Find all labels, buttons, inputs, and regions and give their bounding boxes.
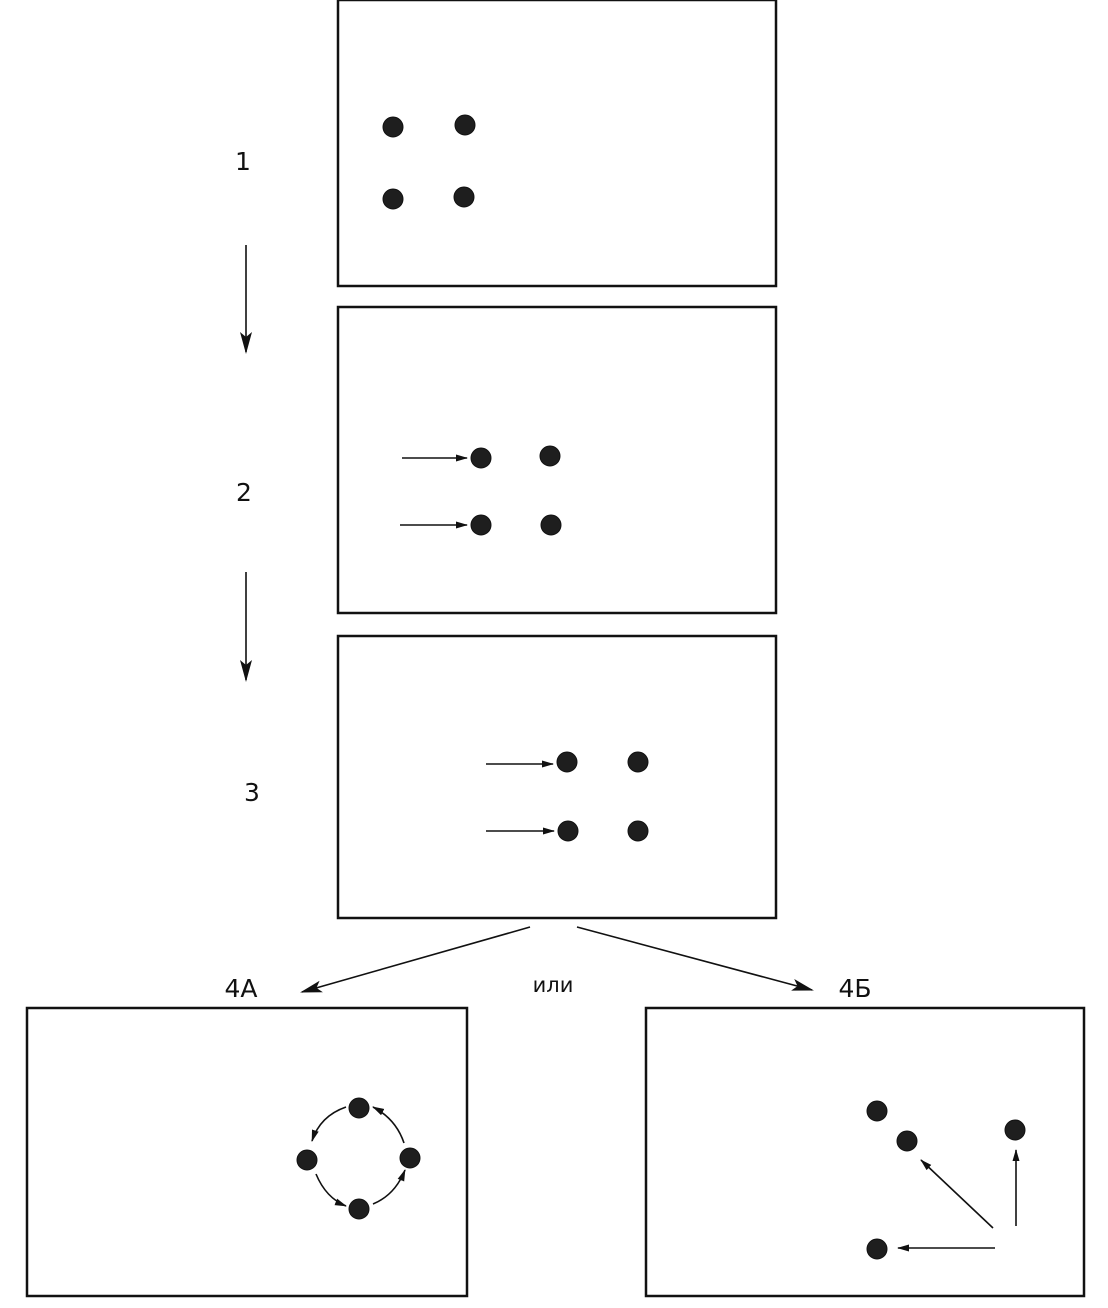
stage-4a-particle <box>348 1097 370 1119</box>
rotation-arrow <box>315 1173 347 1207</box>
scatter-arrow <box>920 1159 994 1229</box>
stage-2-particle <box>470 447 492 469</box>
step-2-label: 2 <box>236 478 252 507</box>
branch-arrow-4a <box>300 926 531 993</box>
rotation-arrow <box>372 1106 405 1144</box>
stage-1-particle <box>382 188 404 210</box>
stage-3-particle <box>627 820 649 842</box>
stage-4a-frame <box>25 1006 469 1298</box>
rotation-arrow <box>311 1106 347 1142</box>
step-4b-label: 4Б <box>838 974 871 1003</box>
stage-3 <box>336 634 778 920</box>
stage-4b-frame <box>644 1006 1086 1298</box>
stage-3-particle <box>557 820 579 842</box>
stage-4b-particle <box>866 1238 888 1260</box>
stage-2-particle <box>539 445 561 467</box>
stage-4a <box>25 1006 469 1298</box>
step-3-label: 3 <box>244 778 260 807</box>
rotation-arrow <box>372 1169 406 1205</box>
stage-2-particle <box>470 514 492 536</box>
stage-3-frame <box>336 634 778 920</box>
stage-4a-particle <box>399 1147 421 1169</box>
step-1-label: 1 <box>235 147 251 176</box>
stage-4b-particle <box>866 1100 888 1122</box>
stage-1 <box>336 0 778 288</box>
stage-4b-particle <box>896 1130 918 1152</box>
branch-arrow-4b <box>576 926 814 991</box>
stage-4b-particle <box>1004 1119 1026 1141</box>
stage-3-particle <box>627 751 649 773</box>
step-4a-label: 4А <box>224 974 257 1003</box>
stage-4a-particle <box>348 1198 370 1220</box>
stage-2 <box>336 305 778 615</box>
stage-4b <box>644 1006 1086 1298</box>
stage-1-particle <box>382 116 404 138</box>
stage-1-particle <box>453 186 475 208</box>
stage-1-particle <box>454 114 476 136</box>
stage-2-particle <box>540 514 562 536</box>
stage-3-particle <box>556 751 578 773</box>
stage-1-frame <box>336 0 778 288</box>
or-label: или <box>533 973 574 997</box>
stage-4a-particle <box>296 1149 318 1171</box>
